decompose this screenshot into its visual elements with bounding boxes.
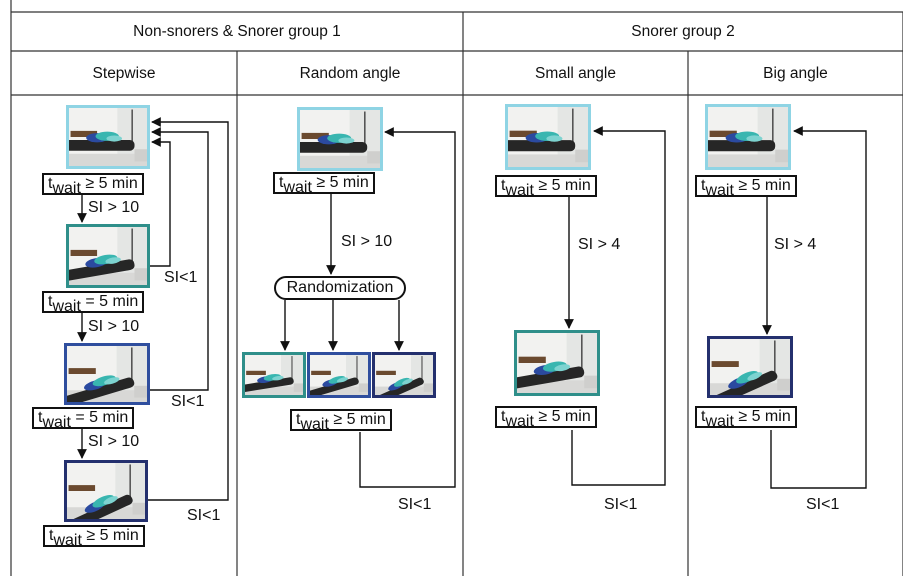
condition-si-lt-1: SI<1 bbox=[806, 496, 840, 513]
condition-si-gt-10: SI > 10 bbox=[88, 318, 140, 335]
bed-photo-small-angle bbox=[66, 224, 150, 288]
t-symbol: t bbox=[701, 177, 706, 194]
t-symbol: t bbox=[296, 411, 301, 428]
bed-photo-flat bbox=[66, 105, 150, 169]
bed-photo-flat bbox=[705, 104, 791, 170]
bed-photo-small-angle bbox=[514, 330, 600, 396]
wait-subscript: wait bbox=[705, 182, 734, 199]
wait-subscript: wait bbox=[52, 298, 81, 315]
header-small-angle: Small angle bbox=[535, 65, 616, 82]
t-symbol: t bbox=[38, 409, 43, 426]
t-symbol: t bbox=[701, 408, 706, 425]
wait-box: twait ≥ 5 min bbox=[43, 525, 145, 549]
condition-si-lt-1: SI<1 bbox=[171, 393, 205, 410]
wait-duration: ≥ 5 min bbox=[538, 177, 591, 194]
wait-duration: ≥ 5 min bbox=[538, 408, 591, 425]
wait-subscript: wait bbox=[42, 414, 71, 431]
t-symbol: t bbox=[49, 527, 54, 544]
condition-si-lt-1: SI<1 bbox=[187, 507, 221, 524]
randomization-node: Randomization bbox=[274, 276, 406, 300]
wait-subscript: wait bbox=[300, 416, 329, 433]
wait-duration: ≥ 5 min bbox=[86, 527, 139, 544]
header-big-angle: Big angle bbox=[763, 65, 828, 82]
wait-subscript: wait bbox=[705, 413, 734, 430]
t-symbol: t bbox=[279, 174, 284, 191]
wait-duration: ≥ 5 min bbox=[316, 174, 369, 191]
condition-si-gt-4: SI > 4 bbox=[774, 236, 817, 253]
wait-subscript: wait bbox=[53, 532, 82, 549]
header-snorer-group2: Snorer group 2 bbox=[631, 23, 735, 40]
wait-subscript: wait bbox=[505, 413, 534, 430]
condition-si-lt-1: SI<1 bbox=[398, 496, 432, 513]
t-symbol: t bbox=[48, 293, 53, 310]
bed-photo-medium-angle bbox=[64, 343, 150, 405]
bed-photo-flat bbox=[505, 104, 591, 170]
wait-box: twait ≥ 5 min bbox=[273, 172, 375, 196]
wait-box: twait ≥ 5 min bbox=[495, 175, 597, 199]
header-random-angle: Random angle bbox=[299, 65, 401, 82]
wait-duration: ≥ 5 min bbox=[738, 177, 791, 194]
t-symbol: t bbox=[501, 177, 506, 194]
wait-box: twait ≥ 5 min bbox=[695, 406, 797, 430]
bed-photo-medium-angle bbox=[307, 352, 371, 398]
wait-duration: = 5 min bbox=[85, 293, 139, 310]
condition-si-gt-10: SI > 10 bbox=[88, 199, 140, 216]
wait-box: twait ≥ 5 min bbox=[290, 409, 392, 433]
bed-photo-big-angle bbox=[372, 352, 436, 398]
wait-subscript: wait bbox=[505, 182, 534, 199]
header-non-snorers-group1: Non-snorers & Snorer group 1 bbox=[133, 23, 341, 40]
wait-box: twait = 5 min bbox=[42, 291, 145, 315]
t-symbol: t bbox=[501, 408, 506, 425]
header-stepwise: Stepwise bbox=[92, 65, 156, 82]
wait-duration: ≥ 5 min bbox=[333, 411, 386, 428]
wait-box: twait ≥ 5 min bbox=[42, 173, 144, 197]
bed-photo-big-angle bbox=[64, 460, 148, 522]
wait-subscript: wait bbox=[52, 180, 81, 197]
condition-si-gt-10: SI > 10 bbox=[88, 433, 140, 450]
bed-photo-small-angle bbox=[242, 352, 306, 398]
condition-si-gt-4: SI > 4 bbox=[578, 236, 621, 253]
wait-box: twait ≥ 5 min bbox=[695, 175, 797, 199]
t-symbol: t bbox=[48, 175, 53, 192]
condition-si-gt-10: SI > 10 bbox=[341, 233, 393, 250]
wait-box: twait ≥ 5 min bbox=[495, 406, 597, 430]
condition-si-lt-1: SI<1 bbox=[164, 269, 198, 286]
bed-photo-big-angle bbox=[707, 336, 793, 398]
wait-box: twait = 5 min bbox=[32, 407, 135, 431]
bed-photo-flat bbox=[297, 107, 383, 171]
wait-duration: ≥ 5 min bbox=[738, 408, 791, 425]
wait-subscript: wait bbox=[283, 179, 312, 196]
wait-duration: = 5 min bbox=[75, 409, 129, 426]
wait-duration: ≥ 5 min bbox=[85, 175, 138, 192]
condition-si-lt-1: SI<1 bbox=[604, 496, 638, 513]
